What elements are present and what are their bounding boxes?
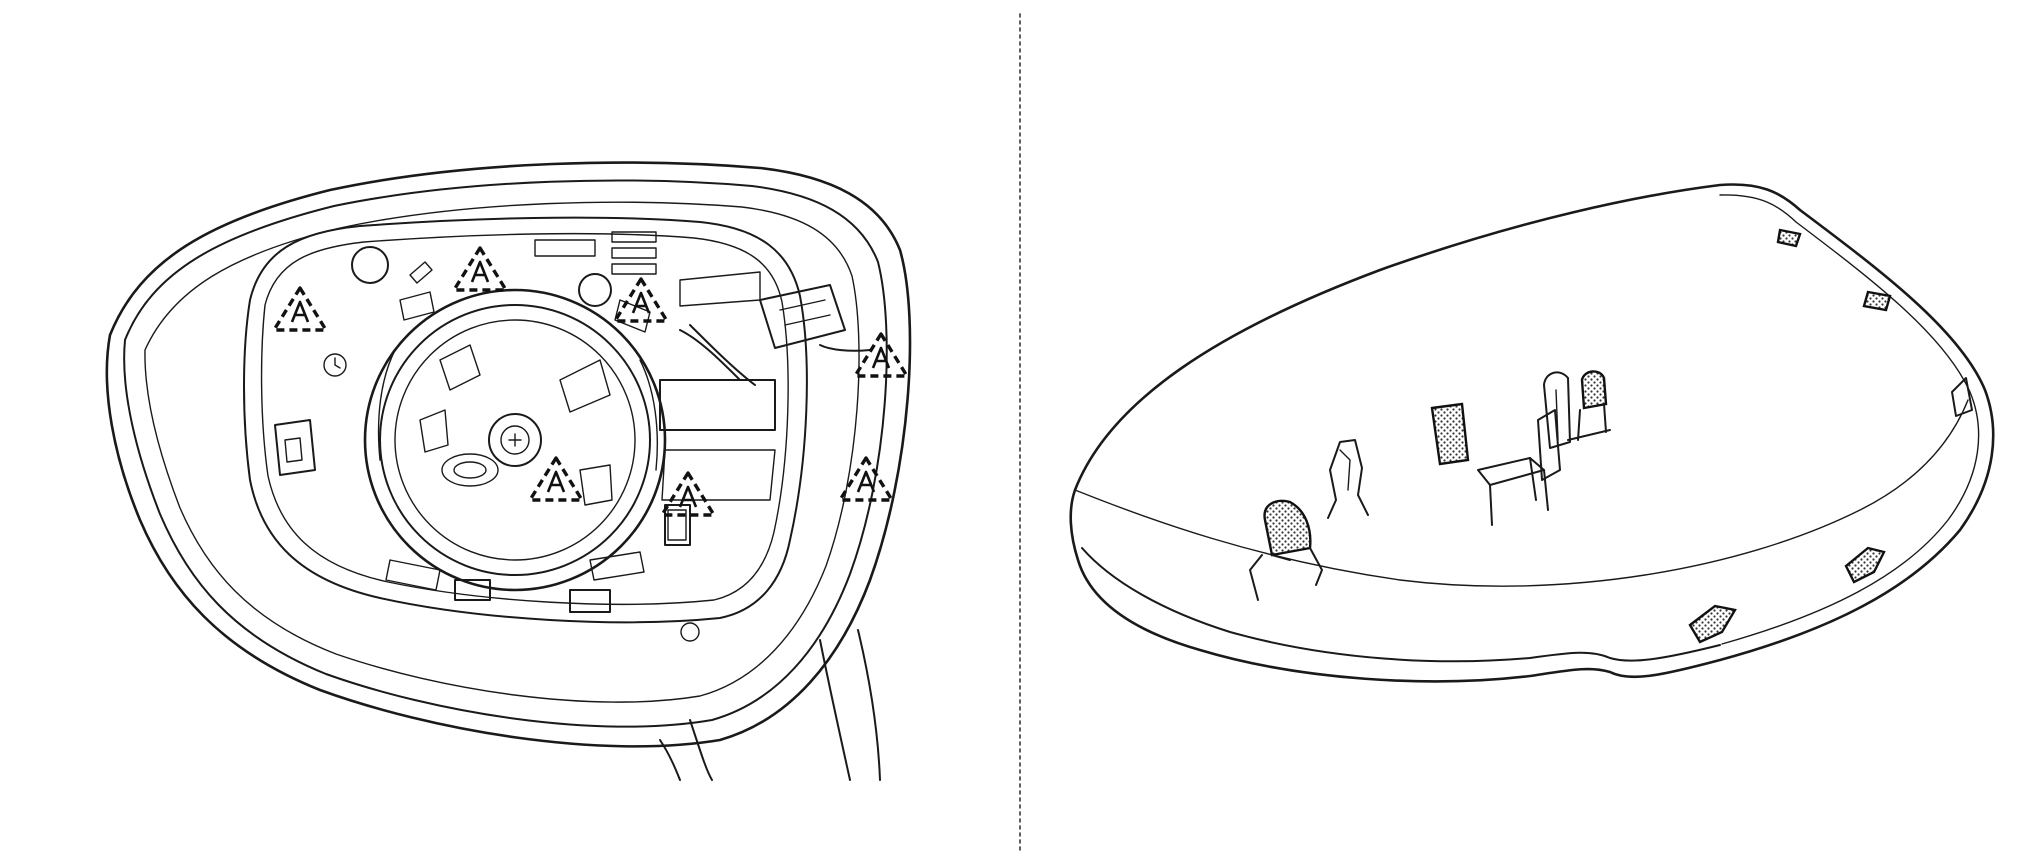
base-components bbox=[274, 231, 776, 642]
clip-marker bbox=[853, 332, 909, 378]
mirror-housing-inner-rim bbox=[123, 179, 888, 728]
actuator-hub bbox=[488, 413, 542, 467]
base-plate-inner bbox=[260, 232, 789, 605]
clip-marker bbox=[660, 471, 716, 517]
rim-tabs bbox=[1776, 228, 1973, 417]
cover-clip bbox=[1430, 402, 1470, 466]
mirror-housing-second-rim bbox=[144, 201, 860, 703]
mirror-housing-outline bbox=[105, 161, 912, 748]
cover-bracket bbox=[1477, 370, 1611, 526]
mirror-cover-rim-inner bbox=[1719, 194, 1980, 645]
mirror-cover-lower-edge bbox=[1081, 547, 1721, 663]
wiring-harness bbox=[679, 271, 871, 386]
clip-marker bbox=[452, 246, 508, 292]
mirror-support-arm bbox=[659, 629, 881, 781]
clip-marker bbox=[528, 456, 584, 502]
clip-marker bbox=[613, 277, 669, 323]
cover-clips bbox=[1249, 370, 1886, 644]
cover-clip bbox=[1327, 439, 1369, 519]
clip-markers bbox=[272, 246, 909, 517]
base-plate-outline bbox=[243, 216, 808, 624]
cover-clip bbox=[1249, 499, 1323, 601]
actuator-ring-inner bbox=[379, 304, 651, 576]
mirror-cover-surface-curve bbox=[1074, 399, 1969, 587]
screw-cross bbox=[508, 433, 522, 447]
mirror-cover-panel bbox=[1069, 183, 1995, 683]
mirror-base-panel bbox=[105, 161, 912, 781]
cover-clip bbox=[1688, 604, 1737, 644]
actuator-ring-details bbox=[377, 291, 658, 591]
mirror-cover-outline bbox=[1069, 183, 1995, 683]
actuator-ring-outer bbox=[363, 288, 667, 592]
clip-marker bbox=[838, 456, 894, 502]
actuator-hub-inner bbox=[500, 425, 530, 455]
clip-marker bbox=[272, 286, 328, 332]
cover-clip bbox=[1844, 546, 1886, 584]
actuator-ring-third bbox=[394, 319, 636, 561]
